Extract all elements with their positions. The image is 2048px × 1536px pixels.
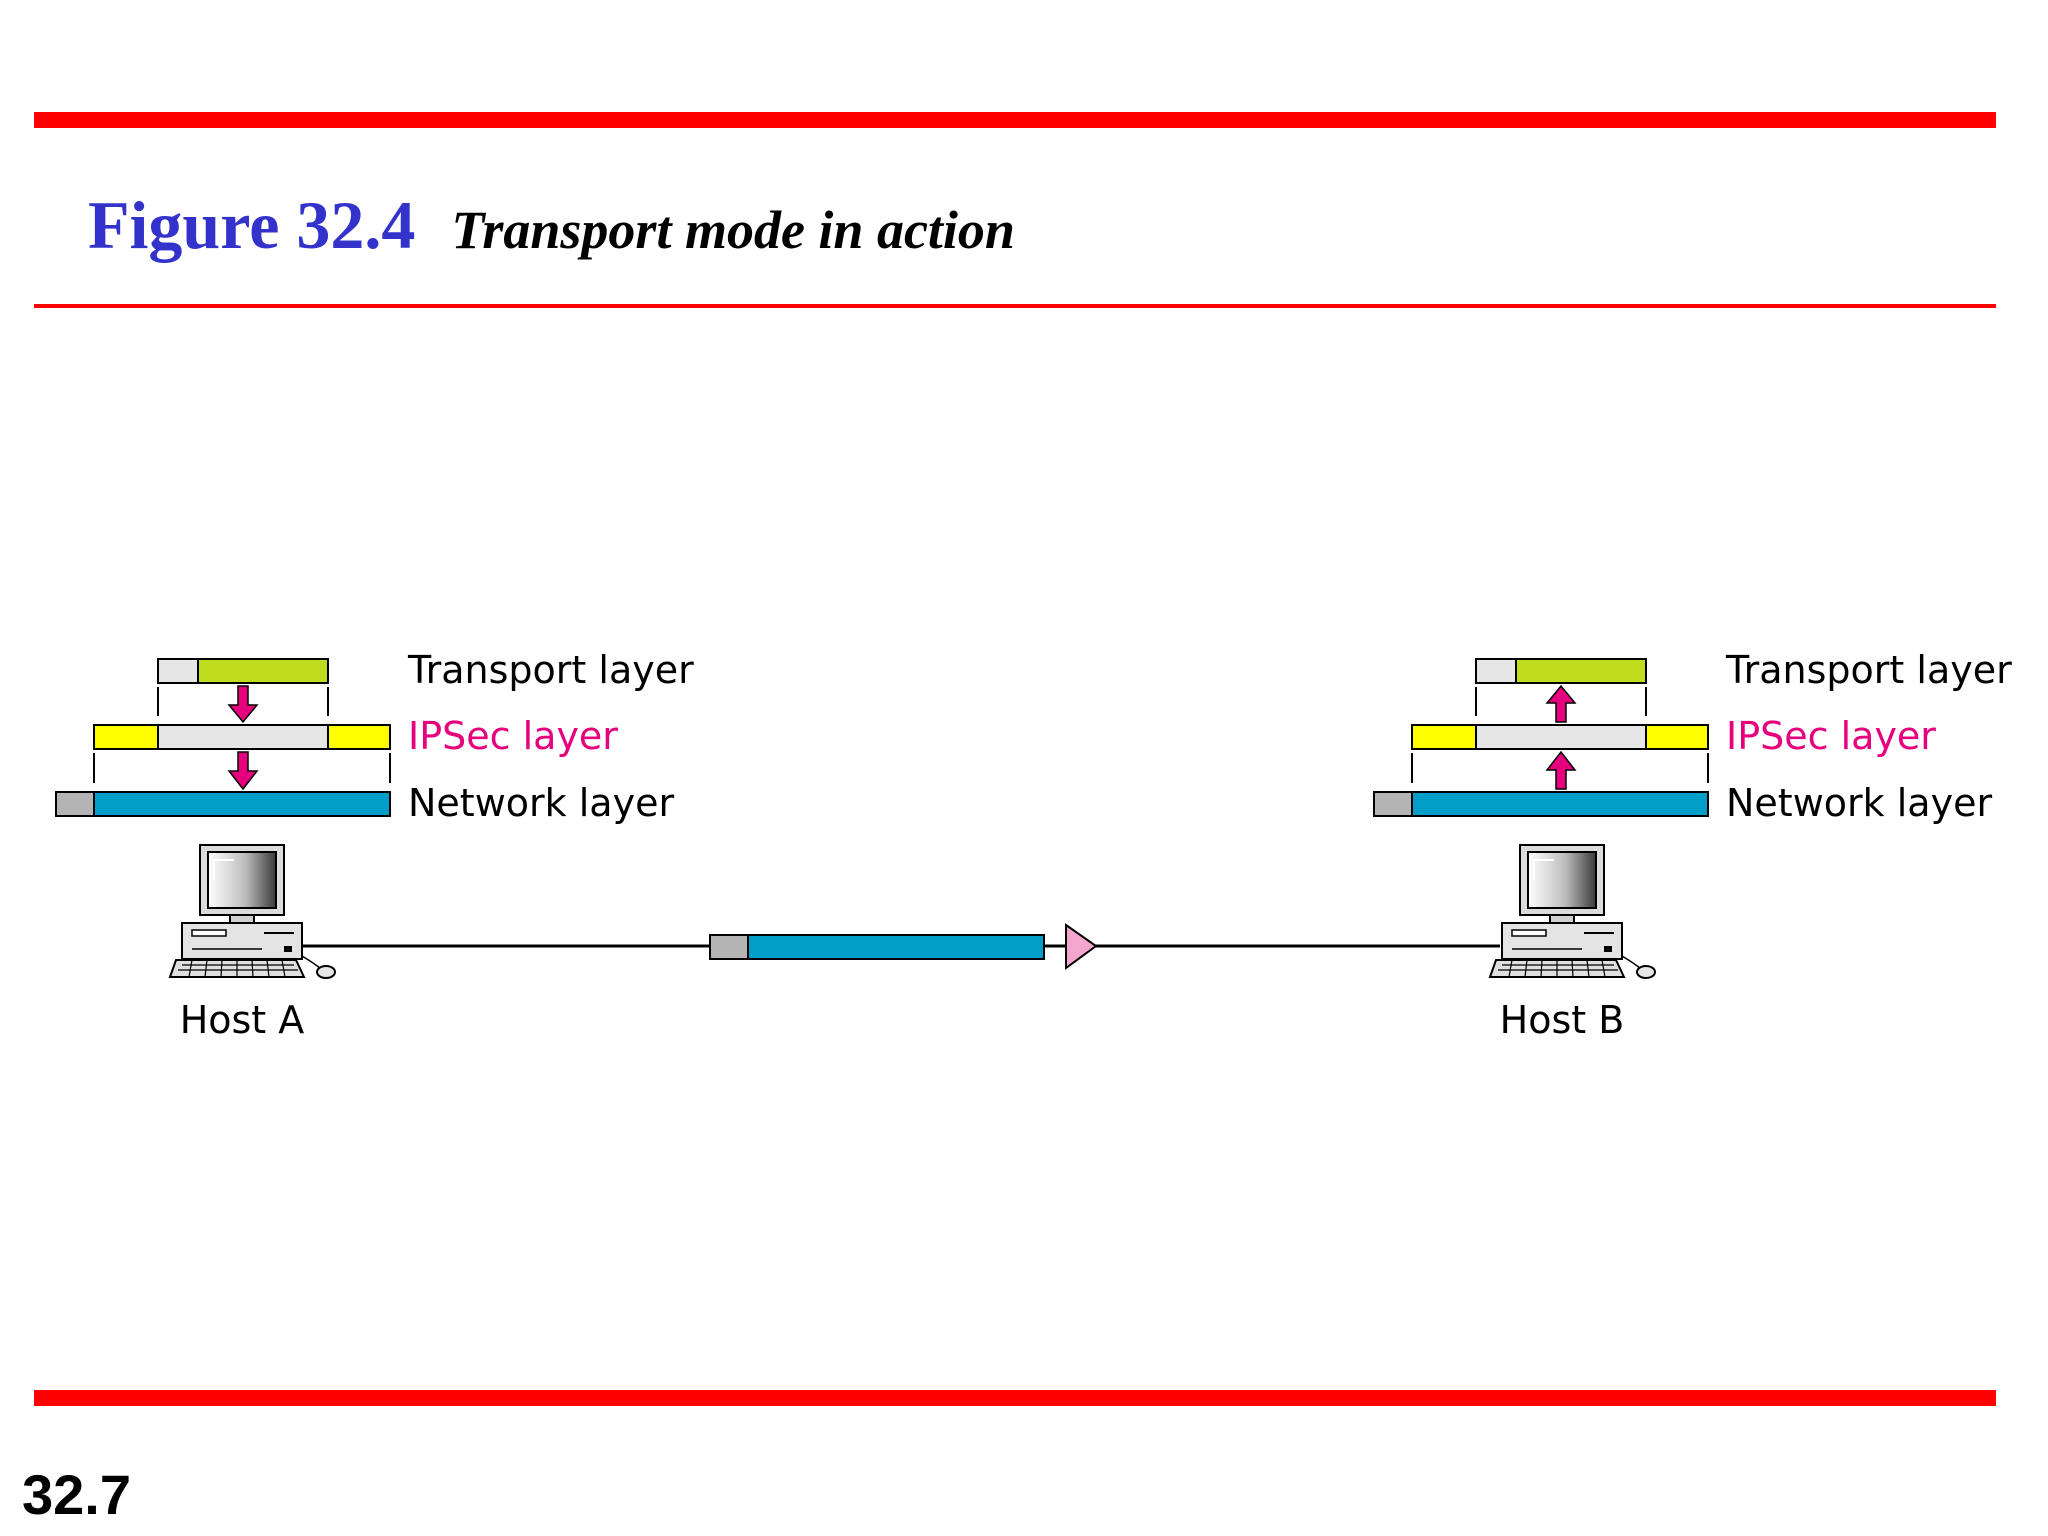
transport-header (157, 658, 199, 684)
top-red-rule (34, 112, 1996, 128)
transport-payload (1515, 658, 1647, 684)
ipsec-payload (1475, 724, 1647, 750)
figure-title: Figure 32.4 Transport mode in action (88, 186, 1015, 265)
host-a-computer-icon (169, 844, 336, 979)
transport-header (1475, 658, 1517, 684)
network-header (55, 791, 95, 817)
host-b-layer-stack (1373, 658, 1709, 817)
host-b-transport-label: Transport layer (1725, 648, 2012, 692)
host-a-layer-stack (55, 658, 391, 817)
host-b-ipsec-label: IPSec layer (1726, 714, 1936, 758)
down-arrow-icon (227, 751, 259, 791)
figure-number: Figure 32.4 (88, 187, 416, 263)
bottom-red-rule (34, 1390, 1996, 1406)
ipsec-trailer (327, 724, 391, 750)
host-b-computer-icon (1489, 844, 1656, 979)
ipsec-header (1411, 724, 1477, 750)
ipsec-header (93, 724, 159, 750)
network-payload (1411, 791, 1709, 817)
host-a-network-label: Network layer (408, 781, 674, 825)
transit-network-payload (747, 934, 1045, 960)
page-number: 32.7 (22, 1463, 131, 1526)
transport-payload (197, 658, 329, 684)
packet-in-transit (709, 934, 1045, 960)
up-arrow-icon (1545, 750, 1577, 790)
down-arrow-icon (227, 685, 259, 724)
host-a-transport-label: Transport layer (407, 648, 694, 692)
host-b-network-label: Network layer (1726, 781, 1992, 825)
host-a-label: Host A (180, 998, 305, 1042)
up-arrow-icon (1545, 684, 1577, 723)
transit-network-header (709, 934, 749, 960)
title-underline-rule (34, 304, 1996, 308)
ipsec-payload (157, 724, 329, 750)
network-payload (93, 791, 391, 817)
ipsec-trailer (1645, 724, 1709, 750)
host-b-label: Host B (1500, 998, 1625, 1042)
network-header (1373, 791, 1413, 817)
host-a-ipsec-label: IPSec layer (408, 714, 618, 758)
triangle-arrow-right-icon (1065, 923, 1098, 970)
figure-caption: Transport mode in action (451, 200, 1015, 260)
